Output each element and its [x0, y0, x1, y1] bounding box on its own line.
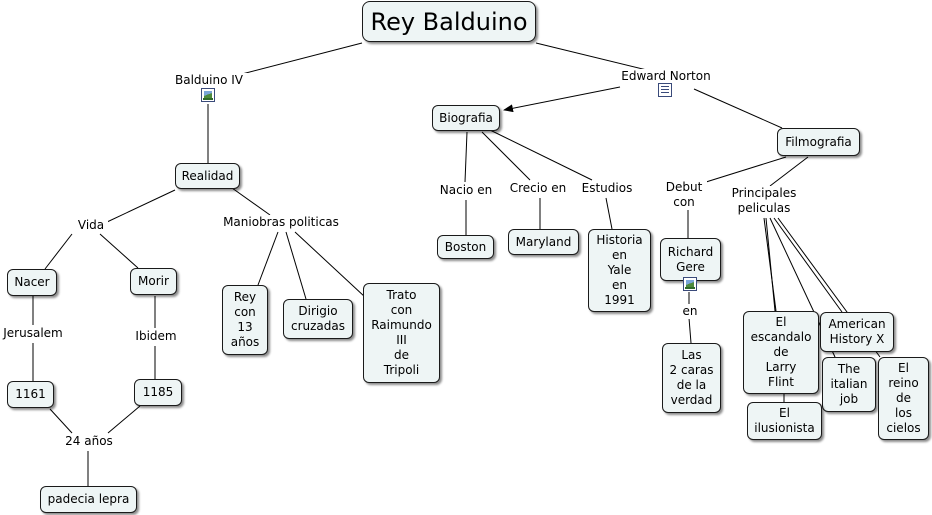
link-biografia-nacio	[464, 131, 468, 183]
node-nacer[interactable]: Nacer	[7, 269, 57, 296]
node-biografia[interactable]: Biografia	[432, 105, 500, 131]
label-vida[interactable]: Vida	[74, 218, 108, 233]
node-el-ilusionista[interactable]: El ilusionista	[747, 402, 822, 440]
node-the-italian-job[interactable]: The italian job	[822, 357, 876, 412]
node-boston[interactable]: Boston	[437, 235, 494, 259]
link-principales-american	[773, 217, 843, 313]
link-estudios-historia	[605, 197, 613, 230]
link-maniobras-trato	[294, 231, 366, 298]
link-biografia-crecio	[481, 131, 531, 181]
label-jerusalem[interactable]: Jerusalem	[0, 326, 66, 341]
link-filmografia-debut	[705, 156, 787, 183]
label-estudios[interactable]: Estudios	[578, 181, 636, 196]
label-maniobras-politicas[interactable]: Maniobras politicas	[221, 215, 341, 230]
label-balduino-iv[interactable]: Balduino IV	[170, 73, 248, 88]
label-crecio-en[interactable]: Crecio en	[507, 181, 569, 196]
label-24-anos[interactable]: 24 años	[60, 434, 118, 449]
label-principales-peliculas[interactable]: Principales peliculas	[727, 186, 801, 216]
root-node-rey-balduino[interactable]: Rey Balduino	[362, 1, 536, 42]
image-icon[interactable]	[683, 277, 697, 291]
link-root-norton	[535, 42, 656, 73]
node-padecia-lepra[interactable]: padecia lepra	[40, 486, 137, 513]
node-historia-yale[interactable]: Historia en Yale en 1991	[588, 229, 651, 312]
node-year-1185[interactable]: 1185	[134, 379, 182, 406]
link-root-balduino	[241, 42, 363, 75]
link-vida-morir	[99, 233, 139, 269]
label-nacio-en[interactable]: Nacio en	[437, 183, 495, 198]
image-icon[interactable]	[201, 88, 215, 102]
label-debut-con[interactable]: Debut con	[661, 180, 707, 210]
node-richard-gere[interactable]: Richard Gere	[660, 238, 721, 281]
link-biografia-estudios	[489, 129, 593, 181]
node-el-reino-de-los-cielos[interactable]: El reino de los cielos	[878, 357, 929, 440]
link-maniobras-cruzadas	[285, 231, 307, 300]
node-el-escandalo-de-larry-flint[interactable]: El escandalo de Larry Flint	[743, 311, 819, 394]
label-edward-norton[interactable]: Edward Norton	[617, 69, 715, 84]
node-maryland[interactable]: Maryland	[508, 229, 579, 255]
link-realidad-maniobras	[231, 187, 271, 216]
link-1161-age	[49, 408, 73, 434]
link-norton-biografia	[503, 86, 621, 113]
link-vida-nacer	[44, 233, 73, 270]
link-1185-age	[107, 405, 141, 434]
node-american-history-x[interactable]: American History X	[820, 312, 894, 352]
node-filmografia[interactable]: Filmografia	[777, 128, 860, 156]
link-norton-filmografia	[693, 88, 783, 129]
link-principales-ilusionista	[763, 217, 777, 312]
link-en-las2caras	[688, 317, 692, 344]
link-filmografia-principales	[769, 156, 809, 187]
node-rey-con-13-anos[interactable]: Rey con 13 años	[222, 285, 268, 355]
document-icon[interactable]	[658, 83, 672, 97]
node-year-1161[interactable]: 1161	[7, 381, 54, 408]
link-realidad-vida	[106, 189, 176, 223]
node-trato-con-raimundo[interactable]: Trato con Raimundo III de Tripoli	[363, 283, 440, 383]
node-las-2-caras-de-la-verdad[interactable]: Las 2 caras de la verdad	[662, 343, 721, 413]
node-dirigio-cruzadas[interactable]: Dirigio cruzadas	[283, 299, 353, 339]
link-maniobras-rey	[257, 231, 279, 286]
node-morir[interactable]: Morir	[130, 268, 177, 295]
label-ibidem[interactable]: Ibidem	[132, 329, 180, 344]
label-en[interactable]: en	[679, 304, 701, 319]
node-realidad[interactable]: Realidad	[175, 163, 240, 189]
